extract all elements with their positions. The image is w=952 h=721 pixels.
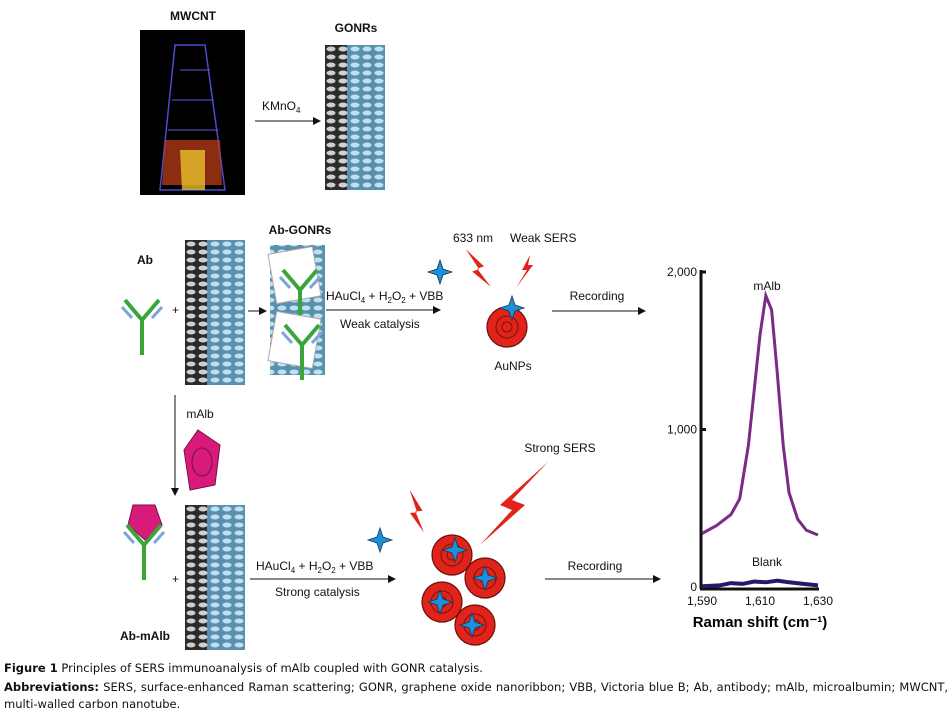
abbreviations-label: Abbreviations: (4, 680, 100, 694)
aunp-cluster (421, 534, 506, 646)
recording-label: Recording (570, 289, 625, 303)
abbreviations-text: SERS, surface-enhanced Raman scattering;… (4, 680, 949, 711)
antibody-icon (120, 298, 164, 357)
ab-malb-icon (122, 504, 166, 582)
kmno4-label: KMnO4 (262, 99, 301, 115)
malb-icon (183, 429, 221, 491)
figure-caption: Figure 1 Principles of SERS immunoanalys… (4, 660, 483, 677)
x-tick-label: 1,630 (803, 594, 833, 608)
gonr-image (325, 45, 385, 190)
y-tick-label: 2,000 (667, 265, 697, 279)
plus-sign: + (172, 572, 179, 586)
plus-sign: + (172, 303, 179, 317)
aunp-icon (486, 306, 528, 348)
laser-bolt-icon (394, 489, 439, 533)
figure-label: Figure 1 (4, 661, 58, 675)
vbb-star-icon (367, 527, 393, 553)
strong-catalysis-label: Strong catalysis (275, 585, 360, 599)
y-tick-label: 1,000 (667, 423, 697, 437)
weak-catalysis-label: Weak catalysis (340, 317, 420, 331)
weak-sers-bolt-icon (516, 255, 533, 288)
legend-blank: Blank (752, 555, 783, 569)
vbb-star-icon (427, 259, 453, 285)
raman-spectrum-chart: 0 1,000 2,000 1,590 1,610 1,630 mAlb Blank Ra… (667, 265, 833, 631)
abbreviations: Abbreviations: SERS, surface-enhanced Ra… (4, 679, 948, 713)
gonrs-label: GONRs (335, 21, 378, 35)
figure-title: Principles of SERS immunoanalysis of mAl… (61, 661, 483, 675)
series-line-blank (701, 578, 819, 589)
reagents-label-strong: HAuCl4 + H2O2 + VBB (256, 559, 373, 575)
x-tick-label: 1,590 (687, 594, 717, 608)
malb-label: mAlb (186, 407, 214, 421)
reagents-label-weak: HAuCl4 + H2O2 + VBB (326, 289, 443, 305)
strong-sers-bolt-icon (480, 462, 548, 545)
strong-sers-label: Strong SERS (524, 441, 595, 455)
ab-gonrs-image (267, 245, 325, 382)
mwcnt-image (140, 30, 245, 195)
series-line-malb (701, 289, 819, 537)
svg-text:HAuCl4 + H2O2 + VBB: HAuCl4 + H2O2 + VBB (326, 289, 443, 305)
x-axis-label: Raman shift (cm⁻¹) (693, 614, 828, 631)
gonr-image (185, 240, 245, 385)
laser-bolt-icon (458, 249, 499, 287)
legend-malb: mAlb (753, 279, 781, 293)
laser-label: 633 nm (453, 231, 493, 245)
ab-label: Ab (137, 253, 153, 267)
aunps-label: AuNPs (494, 359, 531, 373)
x-tick-label: 1,610 (745, 594, 775, 608)
ab-malb-label: Ab-mAlb (120, 629, 170, 643)
y-tick-label: 0 (690, 580, 697, 594)
weak-sers-label: Weak SERS (510, 231, 576, 245)
mwcnt-label: MWCNT (170, 9, 217, 23)
recording-label: Recording (568, 559, 623, 573)
gonr-image (185, 505, 245, 650)
svg-text:HAuCl4 + H2O2 + VBB: HAuCl4 + H2O2 + VBB (256, 559, 373, 575)
ab-gonrs-label: Ab-GONRs (269, 223, 332, 237)
